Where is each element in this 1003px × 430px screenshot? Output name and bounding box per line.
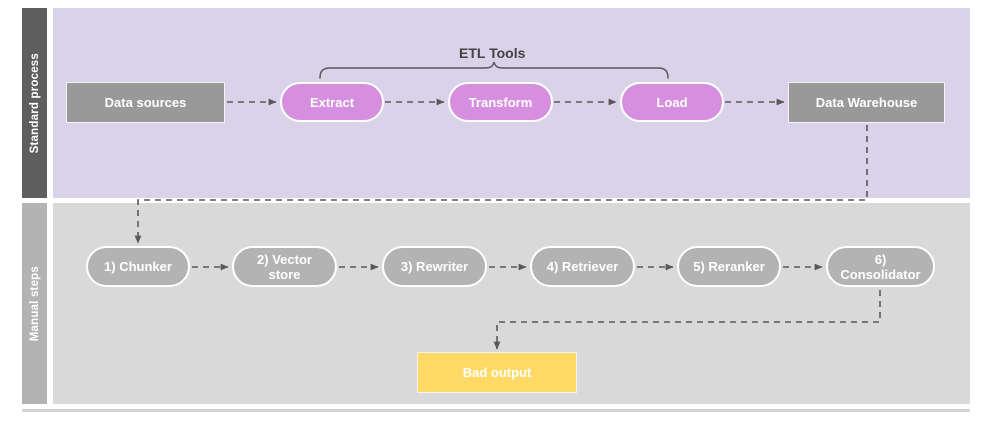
node-data-warehouse[interactable]: Data Warehouse xyxy=(788,82,945,123)
node-retriever[interactable]: 4) Retriever xyxy=(530,246,635,287)
node-retriever-label: 4) Retriever xyxy=(546,259,619,274)
node-data-sources[interactable]: Data sources xyxy=(66,82,225,123)
node-chunker[interactable]: 1) Chunker xyxy=(86,246,190,287)
footer-divider xyxy=(22,409,970,412)
node-transform-label: Transform xyxy=(468,94,533,110)
node-extract-label: Extract xyxy=(309,94,355,110)
etl-tools-label: ETL Tools xyxy=(459,45,526,61)
node-bad-output[interactable]: Bad output xyxy=(417,352,577,393)
node-vector-store-label: 2) Vector store xyxy=(257,251,312,282)
lane-label-manual-steps: Manual steps xyxy=(22,203,47,404)
node-data-sources-label: Data sources xyxy=(104,95,187,110)
node-rewriter-label: 3) Rewriter xyxy=(400,259,469,274)
node-vector-store[interactable]: 2) Vector store xyxy=(232,246,337,287)
lane-label-standard-process-text: Standard process xyxy=(28,52,41,154)
node-reranker[interactable]: 5) Reranker xyxy=(677,246,781,287)
node-rewriter[interactable]: 3) Rewriter xyxy=(382,246,487,287)
lane-label-standard-process: Standard process xyxy=(22,8,47,198)
node-extract[interactable]: Extract xyxy=(280,82,384,122)
node-consolidator[interactable]: 6) Consolidator xyxy=(826,246,935,287)
node-data-warehouse-label: Data Warehouse xyxy=(815,95,918,110)
node-bad-output-label: Bad output xyxy=(462,365,532,380)
node-consolidator-label: 6) Consolidator xyxy=(840,251,921,282)
node-chunker-label: 1) Chunker xyxy=(104,259,172,274)
node-transform[interactable]: Transform xyxy=(448,82,553,122)
node-load-label: Load xyxy=(656,94,688,110)
node-reranker-label: 5) Reranker xyxy=(693,259,765,274)
node-load[interactable]: Load xyxy=(620,82,724,122)
lane-label-manual-steps-text: Manual steps xyxy=(28,265,41,342)
